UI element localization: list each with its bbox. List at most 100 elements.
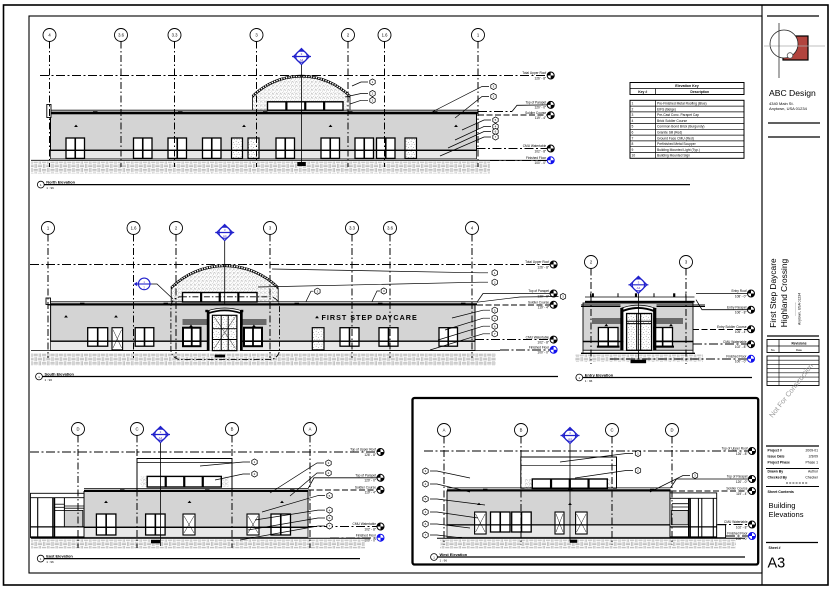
- svg-text:100' - 0": 100' - 0": [537, 351, 549, 355]
- svg-text:1: 1: [579, 376, 581, 380]
- svg-text:2: 2: [143, 285, 145, 289]
- svg-text:West Elevation: West Elevation: [440, 552, 468, 557]
- svg-text:3: 3: [269, 226, 272, 231]
- svg-text:10: 10: [632, 154, 636, 158]
- svg-text:4: 4: [494, 316, 496, 320]
- svg-text:CMU Watertable: CMU Watertable: [724, 520, 748, 524]
- svg-text:2: 2: [328, 471, 330, 475]
- svg-text:Finished Floor: Finished Floor: [526, 156, 547, 160]
- svg-text:Brick Soldier Course: Brick Soldier Course: [657, 119, 687, 123]
- svg-text:6: 6: [494, 324, 496, 328]
- svg-text:119' - 4": 119' - 4": [365, 491, 376, 495]
- svg-text:4: 4: [48, 33, 51, 38]
- svg-text:7: 7: [632, 136, 634, 140]
- svg-text:Soldier Course: Soldier Course: [726, 487, 747, 491]
- svg-text:5: 5: [495, 118, 497, 122]
- svg-text:A4: A4: [159, 436, 163, 440]
- svg-text:Building Mounted Light (Typ.): Building Mounted Light (Typ.): [657, 148, 700, 152]
- svg-text:3: 3: [562, 295, 564, 299]
- svg-text:No.: No.: [771, 348, 776, 352]
- svg-text:126' - 8": 126' - 8": [364, 453, 376, 457]
- svg-text:EIFS (Beige): EIFS (Beige): [657, 107, 676, 111]
- svg-text:120' - 0": 120' - 0": [535, 106, 547, 110]
- svg-text:C: C: [610, 428, 613, 433]
- svg-text:ABC Design: ABC Design: [769, 88, 816, 98]
- svg-text:Building: Building: [769, 501, 796, 510]
- svg-text:4: 4: [425, 510, 427, 514]
- svg-text:2009-01: 2009-01: [806, 449, 819, 453]
- svg-text:1: 1: [477, 33, 480, 38]
- svg-text:Date: Date: [796, 348, 802, 352]
- svg-text:North Elevation: North Elevation: [46, 179, 75, 184]
- svg-text:1: 1: [632, 102, 634, 106]
- svg-text:1: 1: [143, 280, 145, 284]
- svg-text:3: 3: [638, 280, 640, 284]
- svg-text:1: 1: [254, 460, 256, 464]
- svg-text:Finished Floor: Finished Floor: [727, 532, 748, 536]
- svg-text:A4: A4: [300, 58, 304, 62]
- svg-text:126' - 8": 126' - 8": [535, 76, 547, 80]
- svg-text:CMU Watertable: CMU Watertable: [723, 340, 747, 344]
- svg-text:6: 6: [425, 522, 427, 526]
- svg-text:120' - 0": 120' - 0": [537, 294, 549, 298]
- svg-text:9: 9: [632, 148, 634, 152]
- svg-text:1: 1: [40, 183, 42, 187]
- svg-text:Description: Description: [690, 90, 709, 94]
- svg-text:1.6: 1.6: [131, 226, 137, 231]
- svg-text:1: 1: [47, 226, 50, 231]
- svg-text:1: 1: [372, 80, 374, 84]
- svg-text:7: 7: [494, 332, 496, 336]
- svg-text:Issue Date: Issue Date: [768, 455, 785, 459]
- svg-text:Anytown, USA 01234: Anytown, USA 01234: [798, 293, 802, 325]
- svg-text:Pre-Cast Conc. Parapet Cap: Pre-Cast Conc. Parapet Cap: [657, 113, 699, 117]
- svg-text:Checked By: Checked By: [768, 476, 788, 480]
- svg-text:Highland Crossing: Highland Crossing: [779, 258, 789, 327]
- svg-text:3: 3: [569, 431, 571, 435]
- svg-text:D: D: [670, 428, 673, 433]
- svg-text:Entry Elevation: Entry Elevation: [585, 372, 614, 377]
- svg-text:Top of Parapet: Top of Parapet: [525, 101, 546, 105]
- svg-text:Finished Floor: Finished Floor: [529, 346, 550, 350]
- svg-text:Author: Author: [808, 470, 819, 474]
- svg-text:4: 4: [495, 125, 497, 129]
- svg-text:Drawn By: Drawn By: [768, 470, 784, 474]
- svg-text:CMU Watertable: CMU Watertable: [523, 144, 547, 148]
- svg-text:Elevations: Elevations: [769, 510, 804, 519]
- svg-text:3.3: 3.3: [172, 33, 178, 38]
- svg-text:1 : 96: 1 : 96: [46, 186, 54, 190]
- svg-text:4: 4: [471, 226, 474, 231]
- svg-text:7: 7: [329, 524, 331, 528]
- svg-text:2: 2: [494, 280, 496, 284]
- svg-text:1: 1: [494, 271, 496, 275]
- svg-text:1: 1: [38, 375, 40, 379]
- svg-text:4: 4: [329, 508, 331, 512]
- svg-text:3: 3: [425, 469, 427, 473]
- svg-text:Prefinished Metal Scupper: Prefinished Metal Scupper: [657, 142, 697, 146]
- svg-text:100' - 0": 100' - 0": [535, 161, 547, 165]
- svg-text:2: 2: [175, 226, 178, 231]
- svg-text:B: B: [520, 428, 523, 433]
- svg-text:CMU Watertable: CMU Watertable: [526, 335, 550, 339]
- svg-text:3: 3: [632, 113, 634, 117]
- svg-text:1 : 96: 1 : 96: [585, 379, 593, 383]
- svg-text:108' - 0": 108' - 0": [735, 294, 747, 298]
- svg-text:3: 3: [372, 99, 374, 103]
- svg-text:3: 3: [493, 85, 495, 89]
- svg-text:7: 7: [495, 135, 497, 139]
- svg-text:Soldier Course: Soldier Course: [528, 301, 549, 305]
- svg-text:Granite Sill (Red): Granite Sill (Red): [657, 131, 682, 135]
- svg-text:120' - 0": 120' - 0": [736, 480, 748, 484]
- svg-text:Elevation Key: Elevation Key: [675, 84, 699, 88]
- svg-text:Entry Parapet: Entry Parapet: [727, 305, 747, 309]
- svg-text:A: A: [443, 428, 446, 433]
- svg-text:126' - 8": 126' - 8": [736, 452, 748, 456]
- svg-text:Pre-Finished Metal Roofing (Bl: Pre-Finished Metal Roofing (Blue): [657, 102, 707, 106]
- svg-text:D: D: [76, 427, 79, 432]
- svg-text:A3: A3: [768, 556, 786, 572]
- svg-text:Common Bond Brick (Burgundy): Common Bond Brick (Burgundy): [657, 125, 704, 129]
- svg-text:2: 2: [372, 92, 374, 96]
- svg-text:2/3/09: 2/3/09: [809, 455, 819, 459]
- svg-text:8: 8: [632, 142, 634, 146]
- svg-text:CMU Watertable: CMU Watertable: [353, 522, 377, 526]
- svg-text:3: 3: [383, 289, 385, 293]
